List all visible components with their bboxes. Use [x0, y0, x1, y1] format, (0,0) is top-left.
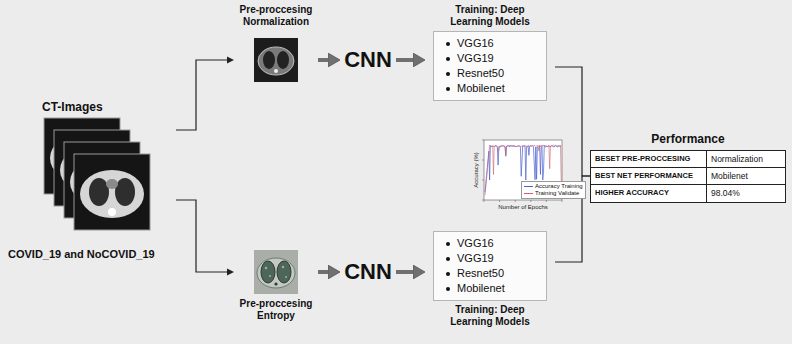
model-name: VGG16 — [457, 236, 494, 251]
stage-label: CNN — [340, 45, 396, 75]
axis-label: Number of Epochs — [498, 204, 548, 210]
model-name: Resnet50 — [457, 266, 504, 281]
list-row: VGG16 — [446, 236, 538, 251]
bullet — [446, 87, 450, 91]
table-cell: Mobilenet — [707, 168, 786, 185]
table-cell: BEST NET PERFORMANCE — [591, 168, 707, 185]
list-row: VGG19 — [446, 251, 538, 266]
bullet — [446, 242, 450, 246]
legend-text: Accuracy Training — [535, 183, 583, 190]
axis-tick — [546, 200, 547, 202]
legend-line-sample — [524, 193, 533, 194]
axis-tick — [482, 160, 484, 161]
model-name: VGG19 — [457, 51, 494, 66]
axis-tick — [562, 200, 563, 202]
text-group: COVID_19 and NoCOVID_19 — [8, 248, 176, 260]
flow-arrow — [396, 270, 413, 274]
table-cell: 98.04% — [707, 185, 786, 202]
model-name: Mobilenet — [457, 281, 505, 296]
heading: Performance — [590, 132, 786, 147]
text-group: Performance — [590, 132, 786, 147]
list-row: Resnet50 — [446, 266, 538, 281]
cnn-stage: CNN — [340, 257, 396, 287]
plot-legend: Accuracy TrainingTraining Validate — [521, 181, 586, 199]
text-group: CNN — [340, 45, 396, 75]
model-name: VGG19 — [457, 251, 494, 266]
list-box: VGG16VGG19Resnet50Mobilenet — [433, 31, 547, 101]
flow-arrow — [396, 58, 413, 62]
heading: Training: Deep Learning Models — [425, 304, 555, 328]
axis-tick — [484, 200, 485, 202]
bullet — [446, 42, 450, 46]
bracket-connector — [176, 200, 227, 272]
legend-row: Training Validate — [524, 190, 583, 197]
text-group: Training: Deep Learning Models — [425, 304, 555, 328]
model-list: Training: Deep Learning ModelsVGG16VGG19… — [425, 4, 555, 104]
bracket-connector — [176, 60, 227, 130]
axis-tick — [482, 180, 484, 181]
list-row: VGG16 — [446, 36, 538, 51]
preprocessing-step: Pre-proccesing Normalization — [234, 4, 318, 90]
bullet — [446, 287, 450, 291]
bracket-connector — [555, 67, 590, 176]
table-cell: HIGHER ACCURACY — [591, 185, 707, 202]
text-group: CNN — [340, 257, 396, 287]
heading: CT-Images — [8, 100, 176, 114]
axis-tick — [482, 140, 484, 141]
list-row: Resnet50 — [446, 66, 538, 81]
model-name: VGG16 — [457, 36, 494, 51]
list-row: Mobilenet — [446, 281, 538, 296]
legend-text: Training Validate — [535, 190, 579, 197]
caption: COVID_19 and NoCOVID_19 — [8, 248, 176, 260]
entropy-ct-thumbnail — [254, 250, 298, 294]
preprocessing-step: Pre-proccesing Entropy — [234, 248, 318, 322]
bullet — [446, 257, 450, 261]
axis-tick — [499, 200, 500, 202]
input-images: CT-ImagesCOVID_19 and NoCOVID_19 — [8, 100, 176, 260]
axis-tick — [530, 200, 531, 202]
flow-arrow — [318, 270, 328, 274]
stage-label: CNN — [340, 257, 396, 287]
flow-arrow — [318, 58, 328, 62]
list-row: Mobilenet — [446, 81, 538, 96]
legend-swatch — [524, 184, 533, 189]
table-grid: BESET PRE-PROCCESINGNormalizationBEST NE… — [590, 150, 786, 203]
text-group: Pre-proccesing Entropy — [234, 298, 318, 322]
bullet — [446, 72, 450, 76]
model-list: VGG16VGG19Resnet50MobilenetTraining: Dee… — [425, 228, 555, 328]
axis-tick — [515, 200, 516, 202]
legend-line-sample — [524, 186, 533, 187]
model-name: Resnet50 — [457, 66, 504, 81]
cnn-stage: CNN — [340, 45, 396, 75]
text-group: Training: Deep Learning Models — [425, 4, 555, 28]
heading: Pre-proccesing Normalization — [234, 4, 318, 28]
axis-label: Accuracy (%) — [473, 152, 479, 188]
axis-tick — [482, 200, 484, 201]
legend-swatch — [524, 191, 533, 196]
normalized-ct-thumbnail — [254, 38, 298, 82]
performance-table: PerformanceBESET PRE-PROCCESINGNormaliza… — [590, 132, 786, 203]
bullet — [446, 57, 450, 61]
model-name: Mobilenet — [457, 81, 505, 96]
list-row: VGG19 — [446, 51, 538, 66]
text-group: Pre-proccesing Normalization — [234, 4, 318, 28]
ct-image-stack — [44, 118, 150, 230]
table-cell: BESET PRE-PROCCESING — [591, 151, 707, 168]
legend-row: Accuracy Training — [524, 183, 583, 190]
heading: Pre-proccesing Entropy — [234, 298, 318, 322]
table-cell: Normalization — [707, 151, 786, 168]
heading: Training: Deep Learning Models — [425, 4, 555, 28]
text-group: CT-Images — [8, 100, 176, 114]
bullet — [446, 272, 450, 276]
list-box: VGG16VGG19Resnet50Mobilenet — [433, 231, 547, 301]
